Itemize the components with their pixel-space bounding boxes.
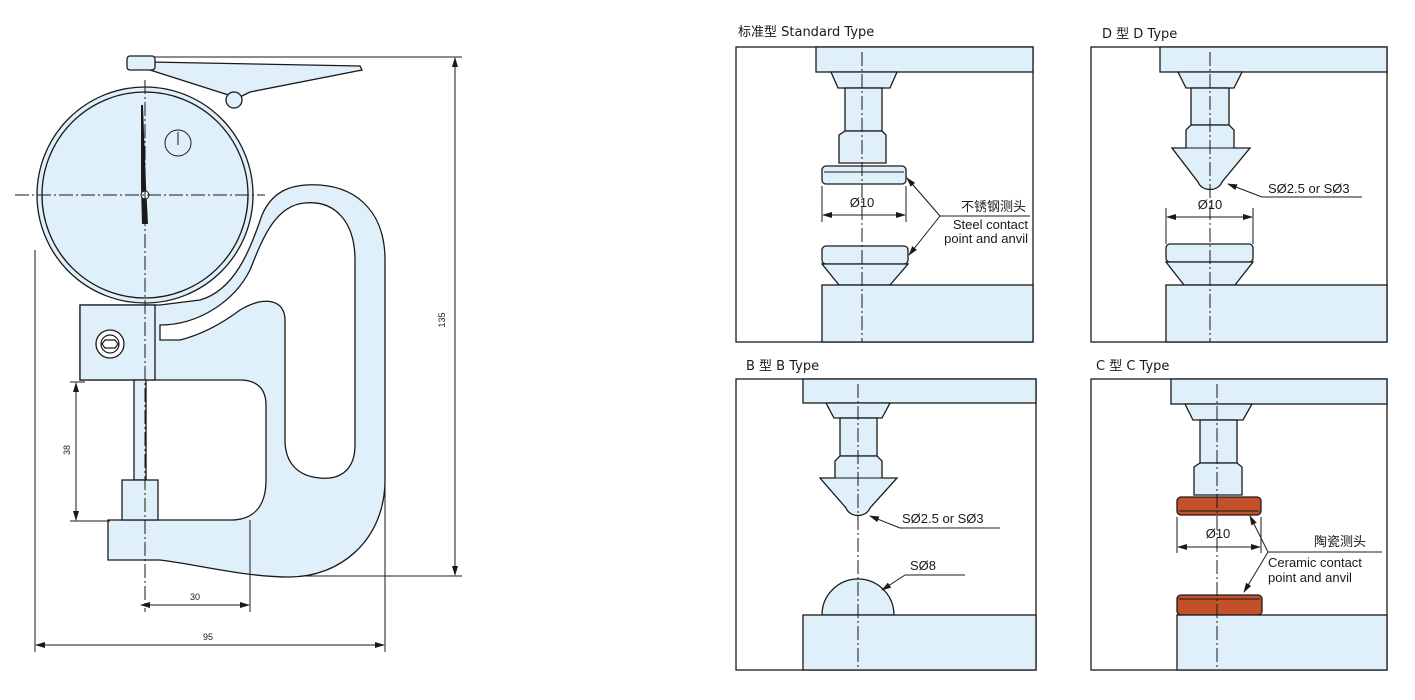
dim-height: 135 [437,312,447,327]
tip-label: SØ2.5 or SØ3 [902,511,984,526]
dim-throat-depth: 38 [62,445,72,455]
note-en-1: Ceramic contact [1268,555,1362,570]
gauge-dimensions: 135 38 30 95 [34,56,462,652]
panel-title: C 型 C Type [1096,359,1169,374]
panel-title: B 型 B Type [746,359,819,374]
anvil-label: SØ8 [910,558,936,573]
spindle [133,379,147,481]
gauge-body [15,55,386,612]
note-cn: 不锈钢测头 [961,200,1026,215]
tip-label: SØ2.5 or SØ3 [1268,181,1350,196]
dim-overall-width: 95 [203,632,213,642]
contact-point [121,479,159,521]
diameter-label: Ø10 [850,195,875,210]
ceramic-anvil [1176,594,1263,616]
frame-hole [159,202,356,479]
diameter-label: Ø10 [1206,526,1231,541]
dim-throat-width: 30 [190,592,200,602]
lifting-lever [149,61,363,99]
note-en-2: point and anvil [1268,570,1352,585]
ceramic-contact-point [1176,496,1262,516]
sub-dial [164,129,192,157]
panel-title: 标准型 Standard Type [738,25,874,40]
panel-title: D 型 D Type [1102,27,1177,42]
panel-standard-type: 标准型 Standard Type Ø10 不锈钢测头 Steel contac… [735,25,1034,343]
panel-d-type: D 型 D Type Ø10 SØ2.5 or SØ3 [1090,27,1388,343]
lever-pivot [225,91,243,109]
diameter-label: Ø10 [1198,197,1223,212]
panel-c-type: C 型 C Type Ø10 陶瓷测头 Ceramic contact poin… [1090,359,1388,671]
panel-b-type: B 型 B Type SØ2.5 or SØ3 SØ8 [735,359,1037,671]
note-en-1: Steel contact [953,217,1029,232]
lever-knob [126,55,156,71]
note-cn: 陶瓷测头 [1314,534,1366,550]
note-en-2: point and anvil [944,231,1028,246]
